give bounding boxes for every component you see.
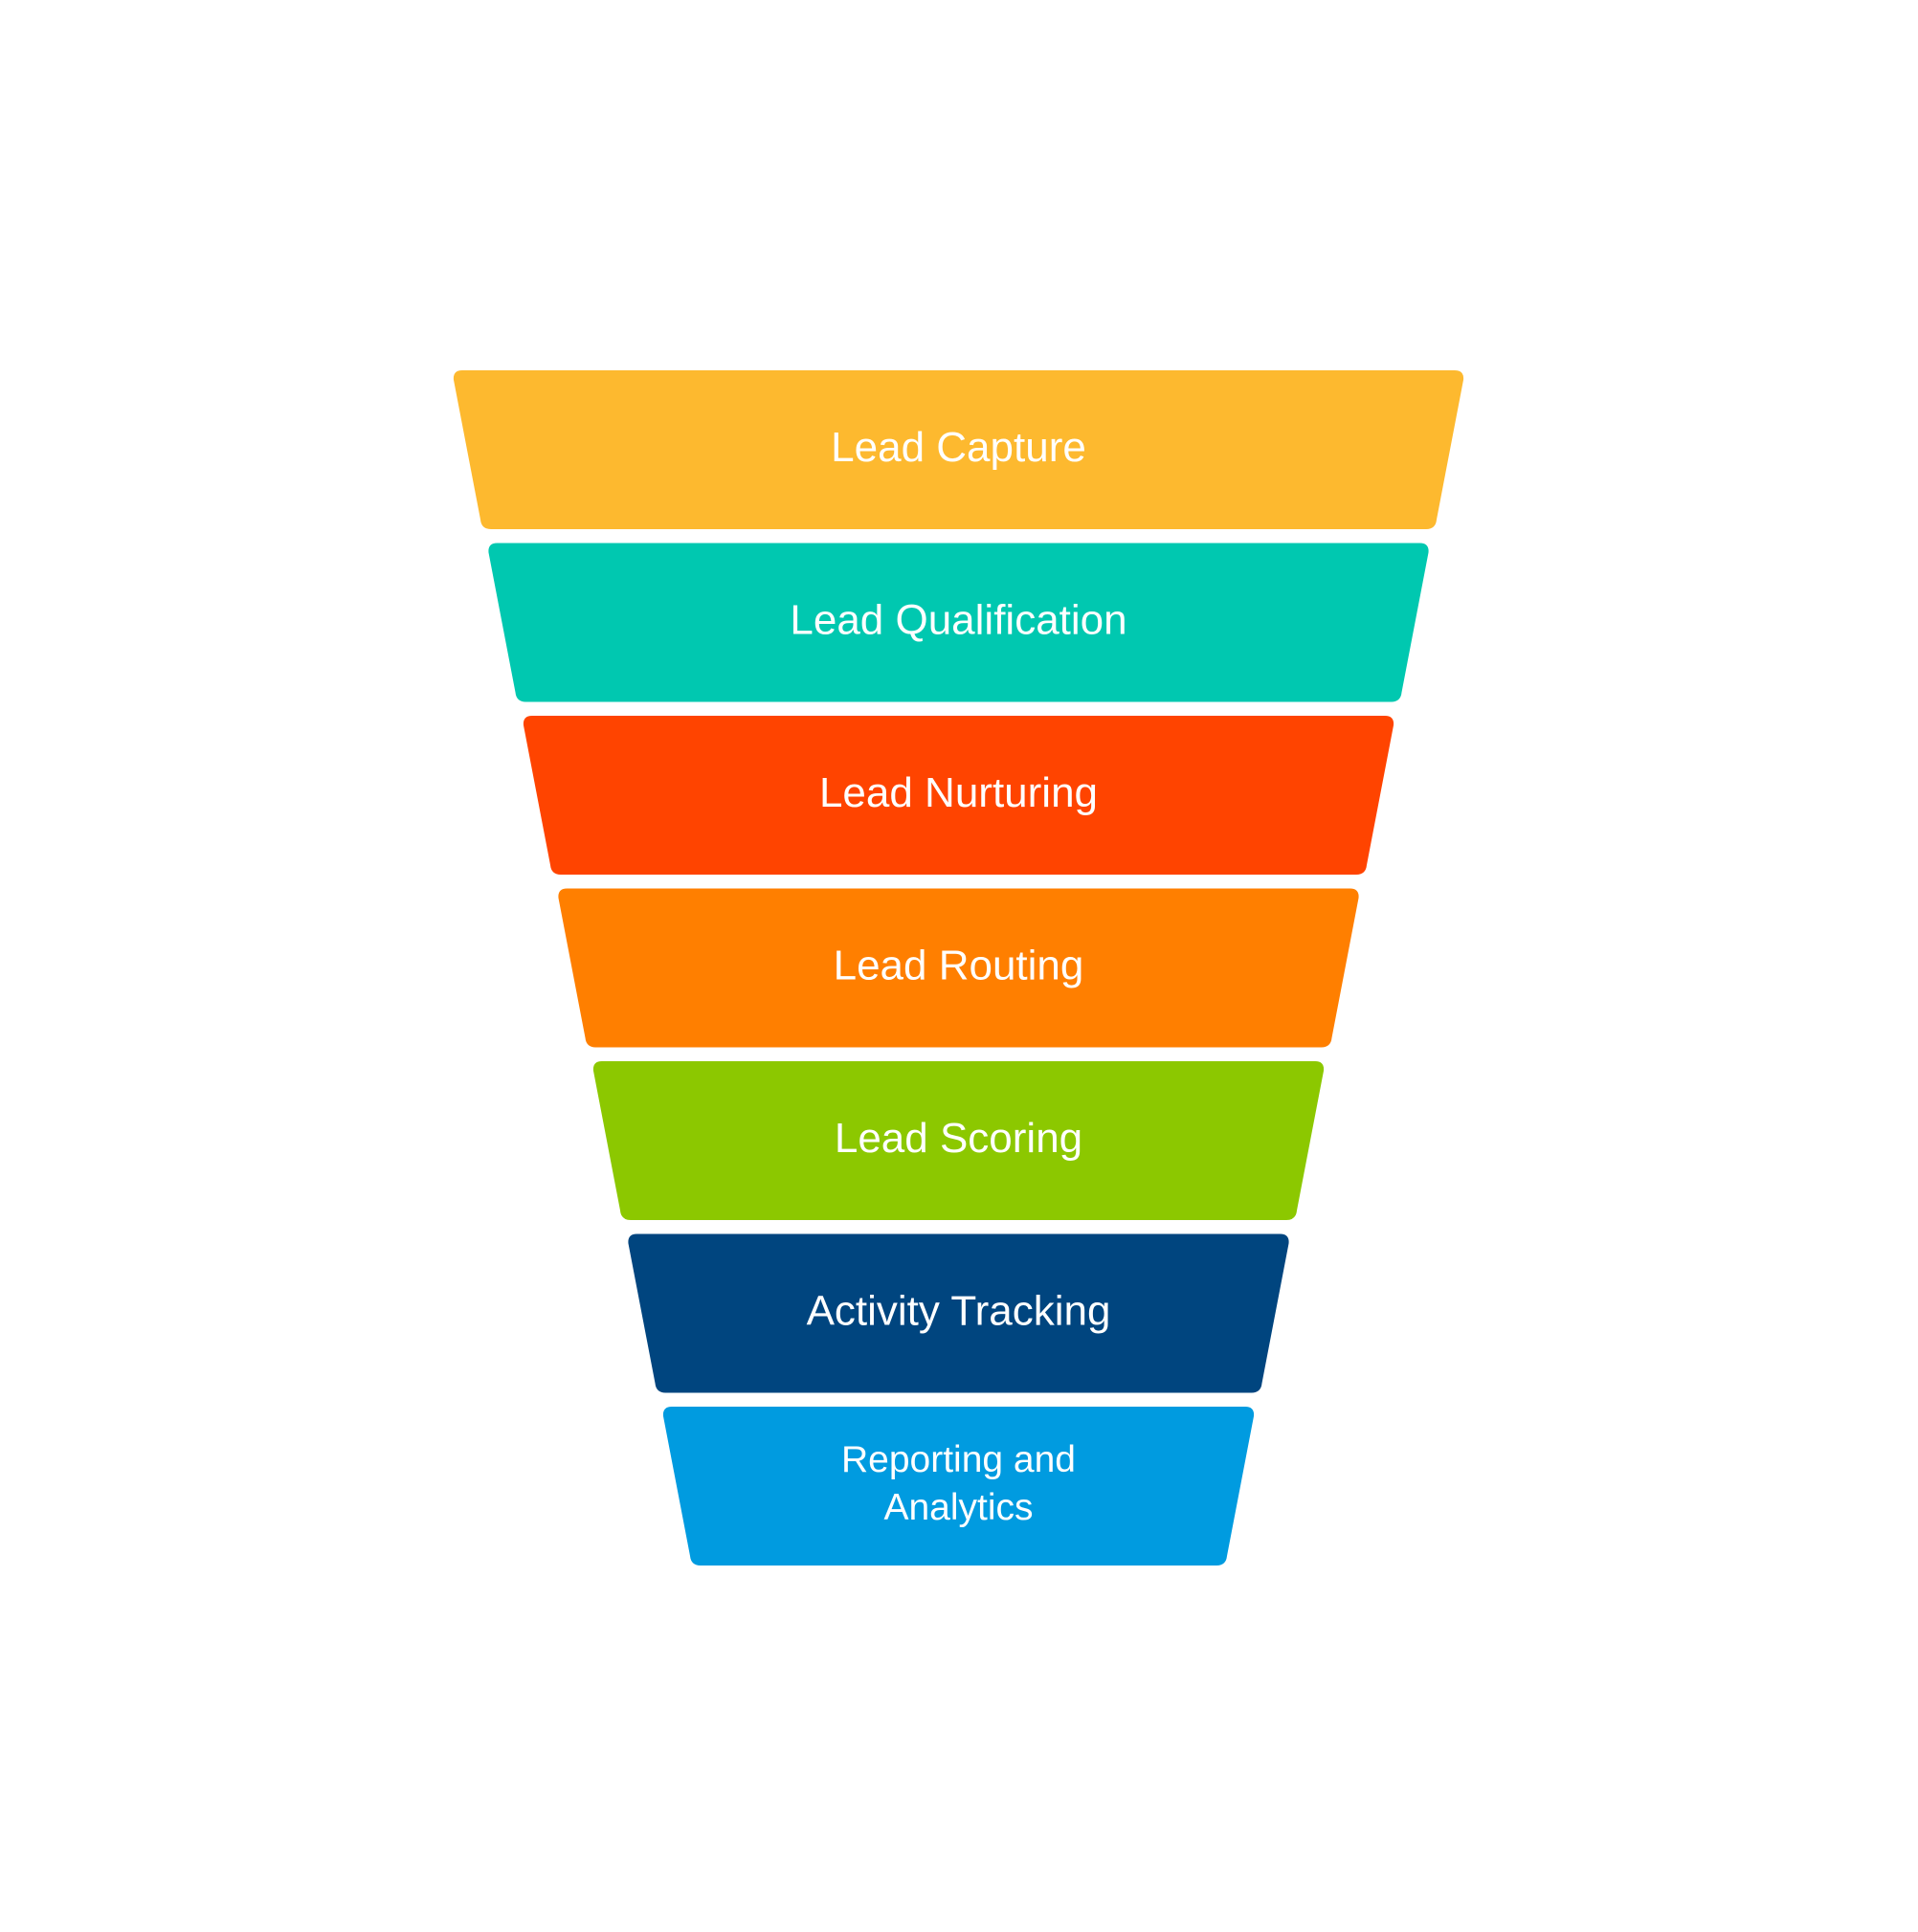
funnel-band	[662, 1407, 1255, 1566]
funnel-stage-label: Lead Scoring	[835, 1115, 1082, 1162]
funnel-stage-label-line: Lead Scoring	[835, 1115, 1082, 1162]
funnel-stage-label: Lead Qualification	[790, 596, 1126, 643]
funnel-stage-label-line: Lead Nurturing	[819, 769, 1098, 816]
funnel-stage-label-line: Lead Routing	[834, 942, 1084, 988]
funnel-stage-activity-tracking: Activity Tracking	[628, 1233, 1289, 1393]
funnel-stage-label: Lead Capture	[831, 424, 1086, 471]
funnel-band	[523, 716, 1394, 875]
funnel-band	[592, 1061, 1325, 1220]
funnel-stage-label-line: Reporting and	[841, 1439, 1076, 1480]
funnel-band	[453, 370, 1464, 529]
funnel-stage-label-line: Activity Tracking	[807, 1287, 1111, 1334]
funnel-stage-label-line: Lead Capture	[831, 424, 1086, 471]
funnel-stage-lead-qualification: Lead Qualification	[488, 543, 1429, 702]
funnel-stage-lead-routing: Lead Routing	[558, 888, 1359, 1048]
funnel-stage-lead-nurturing: Lead Nurturing	[523, 716, 1394, 875]
funnel-stage-label: Activity Tracking	[807, 1287, 1111, 1334]
funnel-stage-lead-scoring: Lead Scoring	[592, 1061, 1325, 1220]
funnel-band	[558, 888, 1359, 1048]
funnel-band	[628, 1233, 1289, 1393]
funnel-stage-label-line: Lead Qualification	[790, 596, 1126, 643]
funnel-stage-label: Lead Nurturing	[819, 769, 1098, 816]
funnel-band	[488, 543, 1429, 702]
funnel-stage-label: Lead Routing	[834, 942, 1084, 988]
funnel-stage-lead-capture: Lead Capture	[453, 370, 1464, 529]
funnel-stage-label-line: Analytics	[883, 1487, 1033, 1528]
